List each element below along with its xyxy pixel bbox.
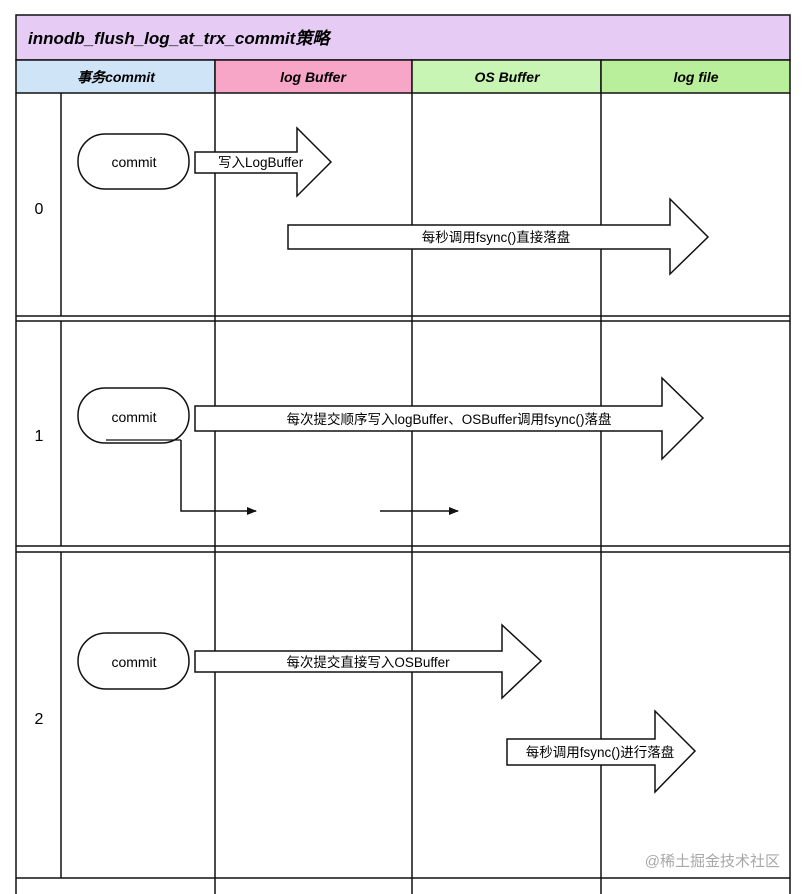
row-label-2: 2: [35, 711, 44, 728]
commit-node-0-label: commit: [111, 154, 156, 170]
arrow-fsync-per-second-2-label: 每秒调用fsync()进行落盘: [526, 744, 675, 760]
commit-node-2: [77, 632, 190, 690]
column-header-log-file: [600, 59, 791, 94]
column-label-log-buffer: log Buffer: [280, 69, 347, 85]
column-header-transaction: [15, 59, 216, 94]
diagram-title: innodb_flush_log_at_trx_commit策略: [28, 29, 332, 48]
arrow-write-osbuffer: [194, 623, 543, 700]
column-label-log-file: log file: [673, 69, 718, 85]
title-bar: [15, 14, 791, 61]
row-label-1: 1: [35, 428, 44, 445]
row-label-0: 0: [35, 201, 44, 218]
arrow-write-logbuffer-label: 写入LogBuffer: [218, 155, 304, 170]
arrow-fsync-per-second-0-label: 每秒调用fsync()直接落盘: [422, 229, 571, 245]
column-label-transaction: 事务commit: [77, 69, 156, 85]
arrow-sequential-write-fsync-label: 每次提交顺序写入logBuffer、OSBuffer调用fsync()落盘: [286, 411, 611, 427]
arrow-fsync-per-second-0: [287, 197, 710, 276]
commit-node-2-label: commit: [111, 654, 156, 670]
lane-lines: [15, 93, 791, 894]
arrow-sequential-write-fsync: [194, 376, 705, 461]
commit-node-1: [77, 387, 190, 444]
commit-node-1-label: commit: [111, 409, 156, 425]
column-label-os-buffer: OS Buffer: [474, 69, 541, 85]
arrow-fsync-per-second-2: [506, 709, 697, 794]
connector-to-logbuffer: [180, 440, 257, 515]
watermark: @稀土掘金技术社区: [645, 853, 780, 870]
column-header-log-buffer: [214, 59, 413, 94]
commit-node-0: [77, 133, 190, 190]
arrow-write-logbuffer: [194, 126, 333, 198]
arrow-write-osbuffer-label: 每次提交直接写入OSBuffer: [286, 654, 450, 670]
